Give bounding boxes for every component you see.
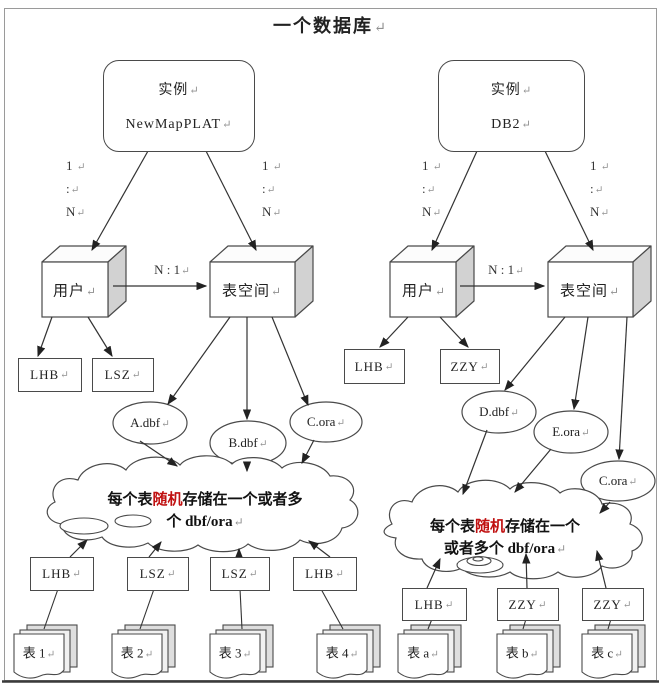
highlight-text: 随机 (474, 519, 505, 535)
bubble-ellipse (472, 556, 484, 562)
table-doc-label: 表 1↵ (22, 645, 56, 661)
tablespace-cube-label: 表空间↵ (559, 283, 621, 300)
cloud-bubbles (59, 514, 504, 574)
file-ellipse-c-ora-left (289, 401, 363, 443)
table-doc-label: 表 c↵ (591, 645, 623, 661)
instance-name: DB2↵ (491, 117, 532, 132)
paragraph-mark: ↵ (189, 85, 200, 97)
user-box: LHB↵ (344, 349, 405, 384)
bubble-ellipse (114, 514, 152, 528)
file-ellipse-c-ora-right (580, 460, 656, 502)
bubble-ellipse (59, 517, 109, 535)
user-box: LHB↵ (18, 358, 82, 392)
arrows (37, 150, 628, 589)
relation-1n-label: 1 ↵ :↵ N↵ (262, 158, 282, 219)
file-label: C.ora↵ (306, 414, 346, 429)
user-cube-label: 用户↵ (401, 283, 447, 300)
user-box: LSZ↵ (92, 358, 154, 392)
table-doc-label: 表 a↵ (407, 645, 439, 661)
relation-n1-label: N : 1↵ (488, 262, 524, 277)
table-doc-label: 表 3↵ (218, 645, 252, 661)
paragraph-mark: ↵ (521, 85, 533, 97)
instance-label: 实例↵ (158, 83, 200, 98)
file-label: C.ora↵ (598, 473, 638, 488)
file-label: D.dbf↵ (479, 404, 519, 419)
table-doc-label: 表 b↵ (505, 645, 539, 661)
cloud-note-left: 每个表随机存储在一个或者多 个 dbf/ora↵ (107, 492, 303, 530)
instance-box-newmapplat: 实例↵ NewMapPLAT↵ (103, 60, 255, 152)
relation-n1-label: N : 1↵ (154, 262, 190, 277)
relation-1n-label: 1 ↵ :↵ N↵ (590, 158, 610, 219)
paragraph-mark: ↵ (521, 119, 532, 131)
storage-box: LSZ↵ (127, 557, 189, 591)
file-label: E.ora↵ (552, 424, 590, 439)
highlight-text: 随机 (152, 492, 183, 508)
storage-box: LSZ↵ (210, 557, 270, 591)
file-ellipse-a-dbf (112, 401, 188, 445)
paragraph-mark: ↵ (222, 119, 233, 131)
instance-box-db2: 实例↵ DB2↵ (438, 60, 585, 152)
storage-box: LHB↵ (293, 557, 357, 591)
cloud-note-right: 每个表随机存储在一个 或者多个 dbf/ora↵ (429, 519, 581, 557)
tablespace-cube-label: 表空间↵ (221, 283, 283, 300)
file-ellipse-e-ora (533, 410, 609, 454)
storage-box: LHB↵ (30, 557, 94, 591)
storage-box: LHB↵ (402, 588, 467, 621)
storage-box: ZZY↵ (582, 588, 644, 621)
relation-1n-label: 1 ↵ :↵ N↵ (66, 158, 86, 219)
table-doc-label: 表 2↵ (120, 645, 154, 661)
user-box: ZZY↵ (440, 349, 500, 384)
file-label: B.dbf↵ (228, 435, 268, 450)
doc-connectors (43, 588, 612, 630)
storage-cloud-right (383, 479, 643, 580)
page-title: 一个数据库↵ (272, 16, 389, 36)
file-ellipse-d-dbf (461, 390, 537, 434)
relation-1n-label: 1 ↵ :↵ N↵ (422, 158, 442, 219)
file-ellipses (112, 390, 656, 502)
storage-box: ZZY↵ (497, 588, 559, 621)
file-label: A.dbf↵ (130, 415, 170, 430)
table-doc-label: 表 4↵ (325, 645, 359, 661)
paragraph-mark: ↵ (373, 20, 389, 36)
user-cube-label: 用户↵ (52, 283, 98, 300)
storage-cloud-left (46, 455, 359, 553)
instance-name: NewMapPLAT↵ (125, 117, 233, 132)
instance-label: 实例↵ (490, 83, 533, 98)
